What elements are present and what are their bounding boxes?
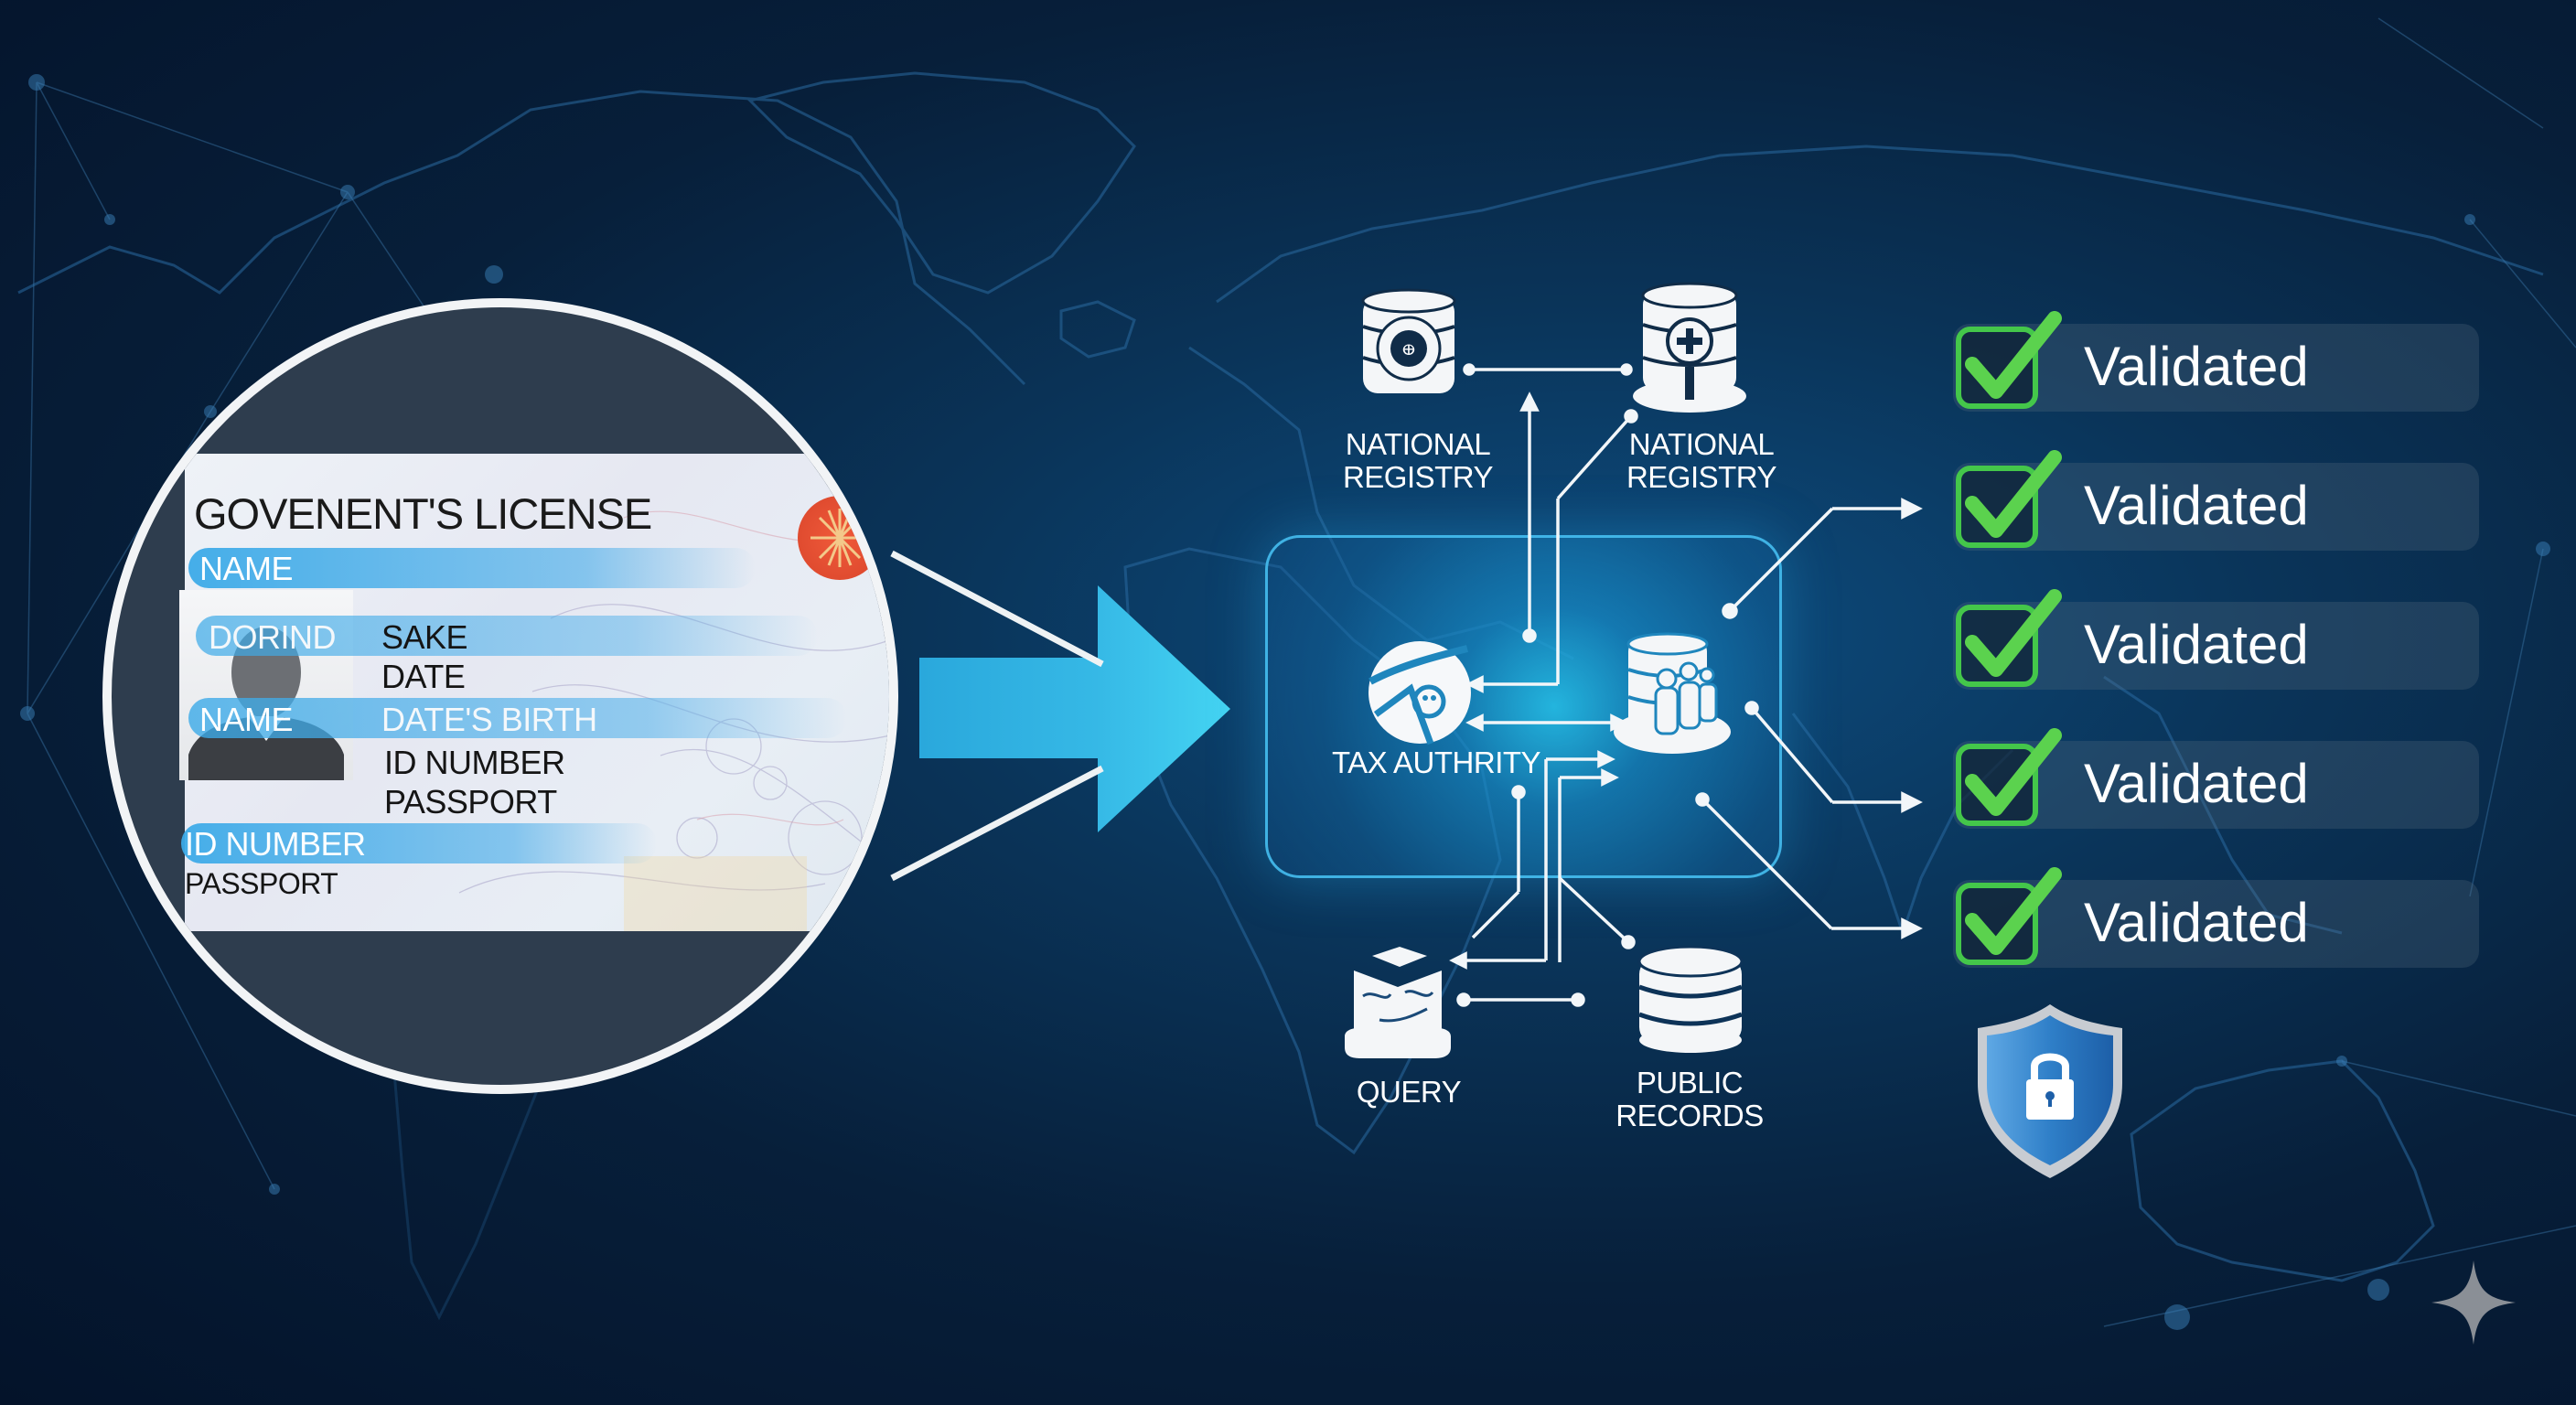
name-dob-band bbox=[188, 698, 847, 738]
card-field-passport: PASSPORT bbox=[185, 867, 338, 900]
id-card: GOVENENT'S LICENSE NAME DORIND SAKE DATE bbox=[179, 454, 889, 931]
checkmark-icon bbox=[1965, 728, 2062, 816]
card-guilloche-pattern bbox=[458, 510, 889, 931]
database-icon bbox=[1637, 945, 1744, 1053]
photo-band bbox=[196, 616, 818, 656]
public-records-label-line2: RECORDS bbox=[1615, 1099, 1764, 1132]
arrow-right-icon bbox=[1098, 585, 1230, 832]
card-field-name: NAME bbox=[199, 550, 294, 587]
validation-label: Validated bbox=[2084, 614, 2309, 675]
validation-label: Validated bbox=[2084, 753, 2309, 814]
checkmark-icon bbox=[1965, 311, 2062, 399]
validation-label: Validated bbox=[2084, 336, 2309, 397]
flow-arrow-body bbox=[919, 658, 1102, 758]
card-field-id-number-inline: ID NUMBER bbox=[384, 744, 565, 781]
tax-authority-label: TAX AUTHRITY bbox=[1331, 745, 1541, 779]
open-book-icon bbox=[1345, 947, 1451, 1058]
card-field-date: DATE bbox=[381, 658, 466, 695]
svg-text:ⴲ: ⴲ bbox=[1402, 341, 1415, 359]
public-records-label-line1: PUBLIC bbox=[1636, 1066, 1744, 1099]
registry-1-label: NATIONAL REGISTRY bbox=[1326, 428, 1509, 494]
registry-1-label-line2: REGISTRY bbox=[1342, 460, 1494, 494]
query-label: QUERY bbox=[1356, 1075, 1462, 1109]
name-band bbox=[188, 548, 756, 588]
magnifier-lens: GOVENENT'S LICENSE NAME DORIND SAKE DATE bbox=[102, 298, 898, 1094]
checkmark-icon bbox=[1965, 867, 2062, 955]
card-field-sake: SAKE bbox=[381, 618, 468, 656]
checkmark-icon bbox=[1965, 450, 2062, 538]
public-records-label: PUBLIC RECORDS bbox=[1598, 1067, 1781, 1132]
card-field-passport-inline: PASSPORT bbox=[384, 783, 557, 820]
card-field-id-number: ID NUMBER bbox=[185, 825, 366, 863]
id-number-band bbox=[181, 823, 657, 863]
database-people-icon bbox=[1614, 632, 1731, 754]
registry-2-label-line1: NATIONAL bbox=[1628, 427, 1775, 461]
card-title: GOVENENT'S LICENSE bbox=[194, 489, 652, 538]
database-seal-icon: ⴲ bbox=[1361, 288, 1456, 393]
card-field-dorind: DORIND bbox=[209, 618, 337, 656]
registry-2-label: NATIONAL REGISTRY bbox=[1610, 428, 1793, 494]
lens-sightlines bbox=[890, 550, 1104, 882]
shield-lock-icon bbox=[1978, 1004, 2122, 1178]
card-field-name-2: NAME bbox=[199, 701, 294, 738]
registry-1-label-line1: NATIONAL bbox=[1345, 427, 1491, 461]
card-field-dob: DATE'S BIRTH bbox=[381, 701, 597, 738]
validation-label: Validated bbox=[2084, 475, 2309, 536]
checkmark-icon bbox=[1965, 589, 2062, 677]
sparkle-icon bbox=[2431, 1260, 2516, 1345]
tax-emblem-icon bbox=[1368, 641, 1471, 745]
seal-emblem-icon bbox=[798, 496, 882, 580]
validation-label: Validated bbox=[2084, 892, 2309, 953]
database-medical-icon bbox=[1633, 282, 1746, 413]
registry-2-label-line2: REGISTRY bbox=[1626, 460, 1777, 494]
